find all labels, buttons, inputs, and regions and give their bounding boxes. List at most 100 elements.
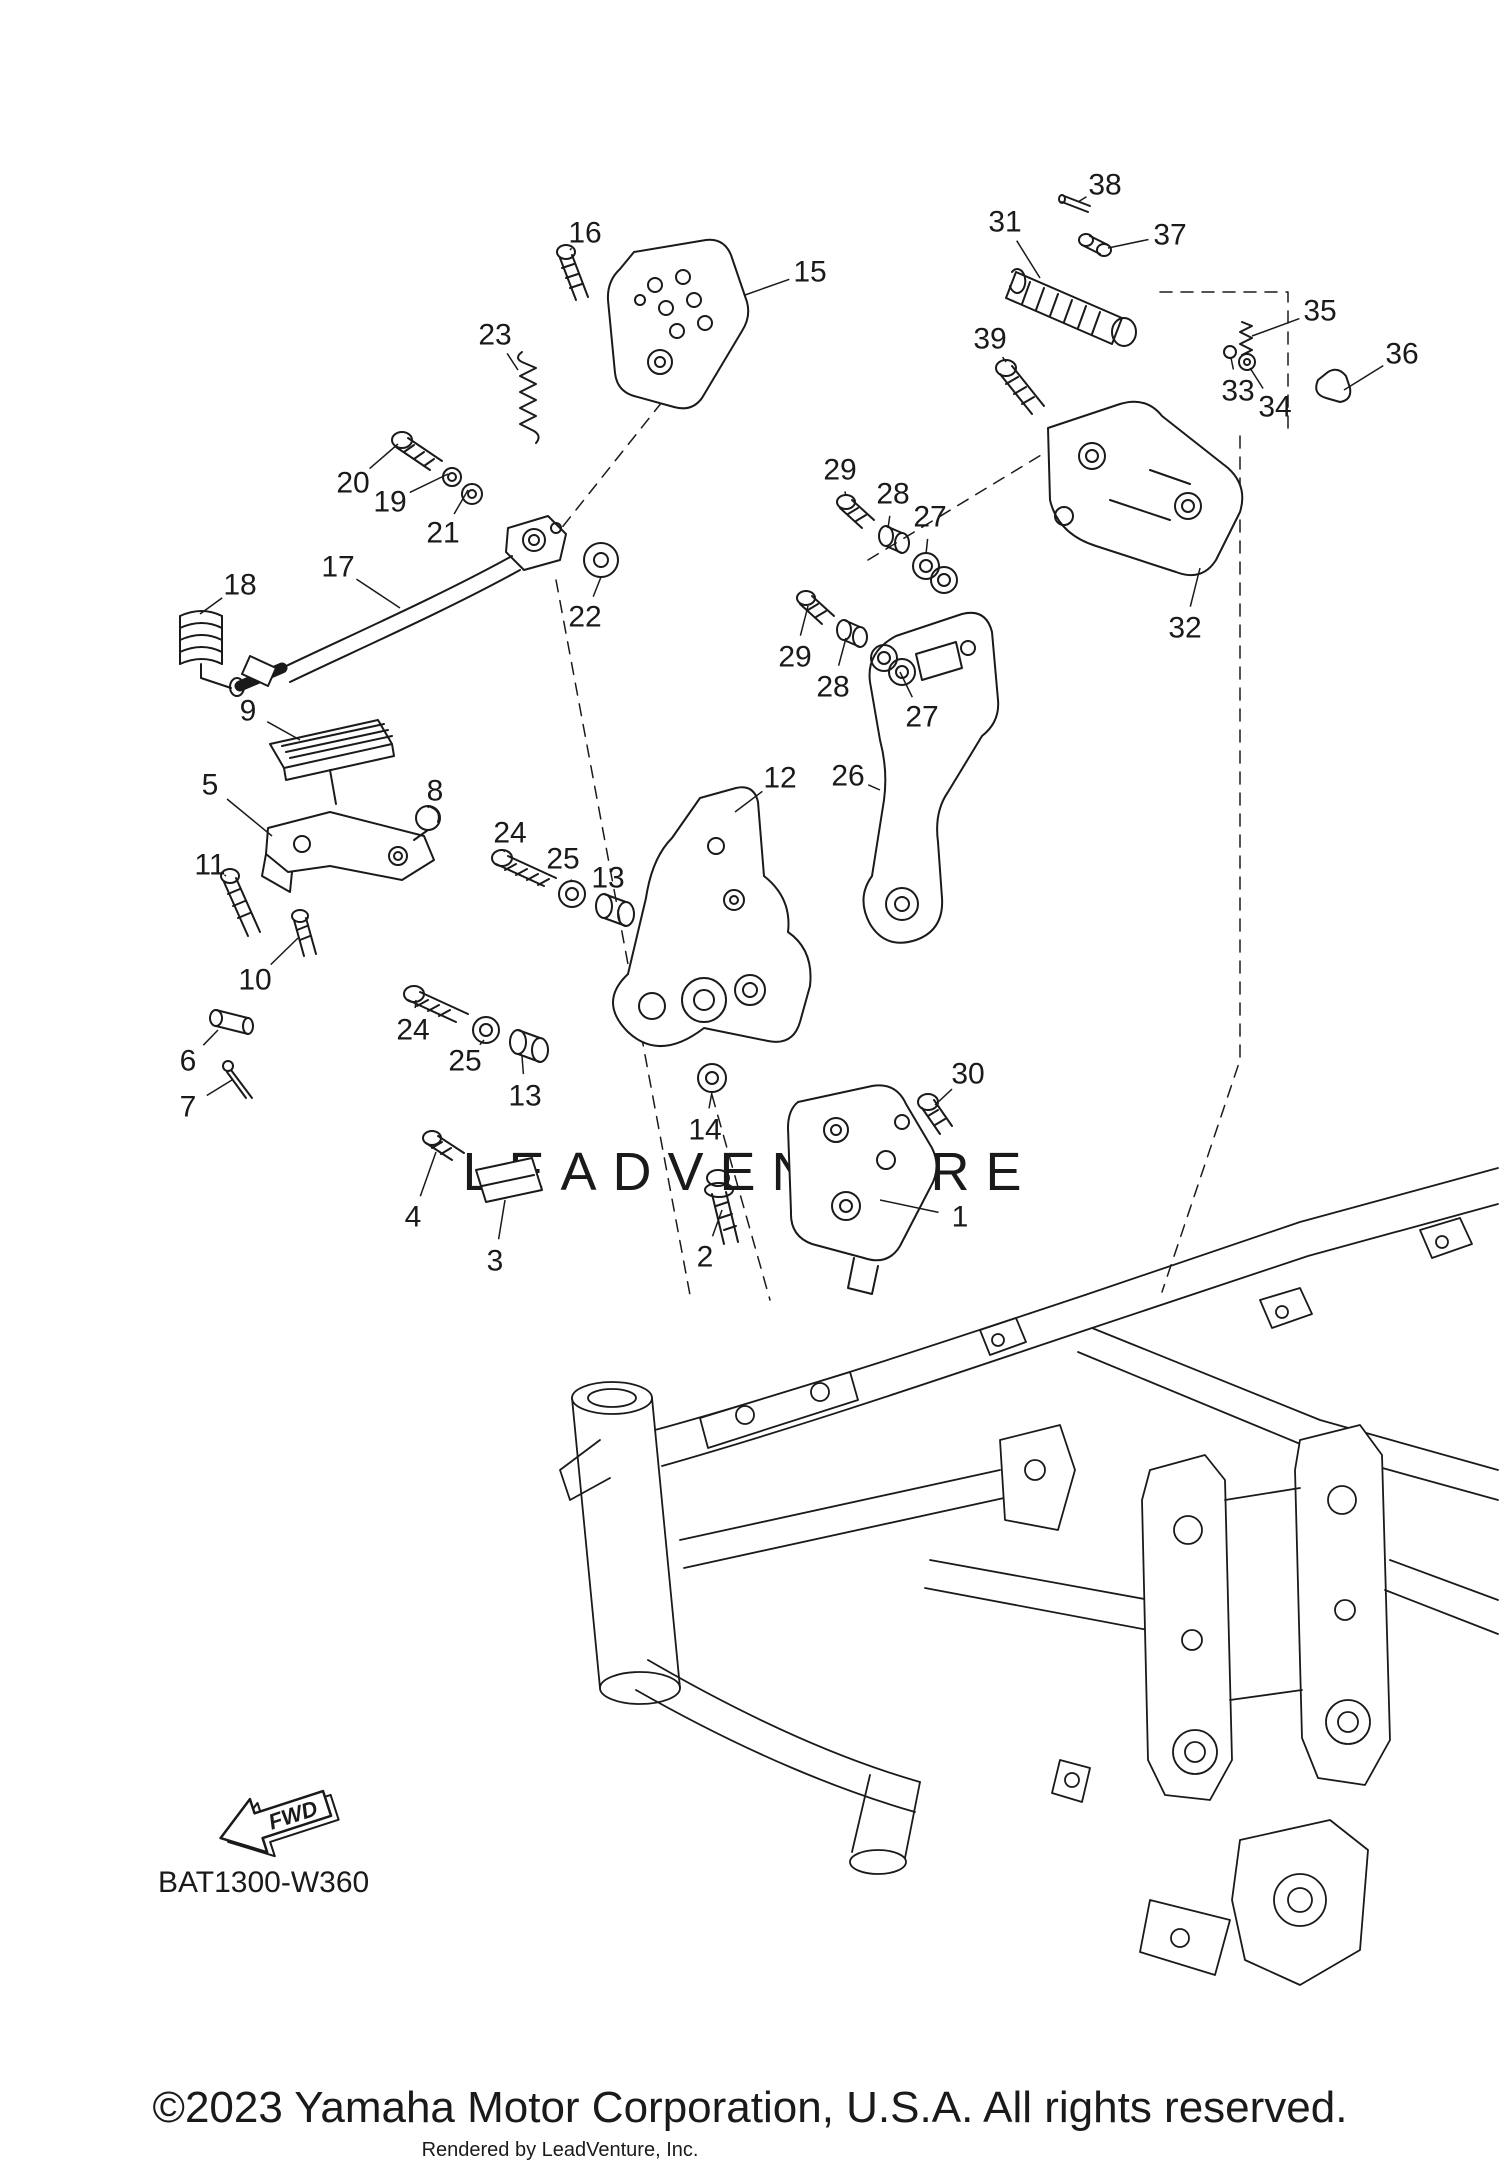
callout-leader-9 bbox=[266, 721, 301, 741]
callout-28: 28 bbox=[876, 478, 909, 511]
callout-leader-26 bbox=[867, 784, 881, 791]
part-36-slider-drawing bbox=[1315, 368, 1352, 403]
callout-35: 35 bbox=[1303, 295, 1336, 328]
fwd-arrow: FWD bbox=[219, 1789, 340, 1858]
callout-leader-28 bbox=[837, 637, 847, 666]
callout-23: 23 bbox=[478, 319, 511, 352]
callout-25: 25 bbox=[448, 1045, 481, 1078]
part-12-bracket-drawing bbox=[612, 786, 812, 1047]
callout-9: 9 bbox=[240, 695, 257, 728]
callout-leader-35 bbox=[1251, 317, 1300, 337]
callout-27: 27 bbox=[905, 701, 938, 734]
part-13a-collar-drawing bbox=[595, 893, 635, 927]
callout-17: 17 bbox=[321, 551, 354, 584]
part-25a-washer-drawing bbox=[558, 880, 586, 908]
part-23-spring-drawing bbox=[517, 351, 540, 444]
callout-leader-27 bbox=[899, 671, 913, 698]
callout-5: 5 bbox=[202, 769, 219, 802]
callout-37: 37 bbox=[1153, 219, 1186, 252]
copyright-text: ©2023 Yamaha Motor Corporation, U.S.A. A… bbox=[153, 2083, 1348, 2132]
part-39-bolt-drawing bbox=[995, 359, 1045, 415]
callout-leader-30 bbox=[934, 1088, 953, 1106]
part-8-spring-drawing bbox=[413, 805, 441, 841]
callout-18: 18 bbox=[223, 569, 256, 602]
part-35-spring-drawing bbox=[1239, 321, 1253, 356]
callout-leader-34 bbox=[1249, 367, 1264, 389]
part-38-pin-drawing bbox=[1058, 194, 1091, 213]
part-18-spring-drawing bbox=[179, 610, 232, 689]
callout-leader-14 bbox=[708, 1091, 713, 1109]
callout-leader-39 bbox=[1001, 356, 1007, 363]
callout-13: 13 bbox=[508, 1080, 541, 1113]
callout-leader-7 bbox=[206, 1079, 233, 1097]
callout-28: 28 bbox=[816, 671, 849, 704]
callout-leader-22 bbox=[592, 576, 602, 597]
callout-11: 11 bbox=[194, 849, 225, 882]
callout-22: 22 bbox=[568, 601, 601, 634]
callout-leader-20 bbox=[369, 443, 399, 470]
callout-12: 12 bbox=[763, 762, 796, 795]
callout-leader-13 bbox=[521, 1055, 525, 1075]
part-11-bolt-drawing bbox=[220, 868, 261, 937]
part-6-pin-drawing bbox=[209, 1009, 254, 1035]
callout-leader-29 bbox=[844, 491, 847, 497]
callout-leader-10 bbox=[270, 937, 299, 966]
callout-leader-8 bbox=[427, 806, 430, 809]
part-29b-bolt-drawing bbox=[796, 590, 835, 625]
callout-leader-37 bbox=[1107, 238, 1149, 249]
part-26-bracket-drawing bbox=[862, 611, 1000, 944]
callout-leader-17 bbox=[355, 578, 401, 609]
callout-27: 27 bbox=[913, 501, 946, 534]
part-17-brake-pedal-drawing bbox=[229, 515, 567, 697]
part-30-bolt-drawing bbox=[917, 1093, 953, 1135]
callout-leader-11 bbox=[223, 874, 227, 877]
callout-leader-6 bbox=[202, 1029, 219, 1046]
callout-2: 2 bbox=[697, 1241, 714, 1274]
callout-39: 39 bbox=[973, 323, 1006, 356]
part-9-footrest-rubber-drawing bbox=[269, 719, 395, 805]
callout-7: 7 bbox=[180, 1091, 197, 1124]
part-27a-damper-drawing bbox=[912, 552, 958, 594]
part-5-footrest-bracket-drawing bbox=[261, 811, 435, 893]
callout-34: 34 bbox=[1258, 391, 1291, 424]
callout-26: 26 bbox=[831, 760, 864, 793]
callout-24: 24 bbox=[493, 817, 526, 850]
callout-leader-33 bbox=[1230, 357, 1235, 370]
part-2-bolt-drawing bbox=[704, 1169, 739, 1245]
part-7-cotter-pin-drawing bbox=[222, 1060, 253, 1099]
callout-leader-25 bbox=[479, 1039, 485, 1046]
callout-8: 8 bbox=[427, 775, 444, 808]
callout-36: 36 bbox=[1385, 338, 1418, 371]
callout-30: 30 bbox=[951, 1058, 984, 1091]
part-22-washer-drawing bbox=[583, 542, 619, 578]
callout-leader-32 bbox=[1189, 567, 1201, 607]
part-15-bracket-drawing bbox=[606, 238, 750, 410]
callout-leader-27 bbox=[925, 538, 929, 555]
callout-leader-36 bbox=[1343, 364, 1384, 391]
callout-29: 29 bbox=[823, 454, 856, 487]
callout-24: 24 bbox=[396, 1014, 429, 1047]
callout-25: 25 bbox=[546, 843, 579, 876]
callout-leader-4 bbox=[419, 1151, 437, 1197]
callout-33: 33 bbox=[1221, 375, 1254, 408]
callout-3: 3 bbox=[487, 1245, 504, 1278]
callout-leader-18 bbox=[199, 597, 223, 615]
assembly-reference-lines bbox=[555, 291, 1289, 1301]
frame-drawing bbox=[559, 1167, 1499, 1986]
part-13b-collar-drawing bbox=[509, 1029, 549, 1063]
part-28a-collar-drawing bbox=[878, 525, 910, 554]
callout-32: 32 bbox=[1168, 612, 1201, 645]
part-31-footpeg-drawing bbox=[1005, 268, 1137, 347]
callout-20: 20 bbox=[336, 467, 369, 500]
callout-leader-38 bbox=[1077, 196, 1087, 203]
callout-leader-24 bbox=[414, 999, 417, 1009]
part-code-label: BAT1300-W360 bbox=[158, 1866, 369, 1899]
callout-leader-31 bbox=[1016, 240, 1041, 279]
callout-leader-24 bbox=[503, 849, 506, 853]
callout-19: 19 bbox=[373, 486, 406, 519]
callout-leader-1 bbox=[879, 1199, 939, 1214]
callout-31: 31 bbox=[988, 206, 1021, 239]
callout-15: 15 bbox=[793, 256, 826, 289]
callout-1: 1 bbox=[952, 1201, 969, 1234]
callout-leader-12 bbox=[734, 790, 763, 813]
